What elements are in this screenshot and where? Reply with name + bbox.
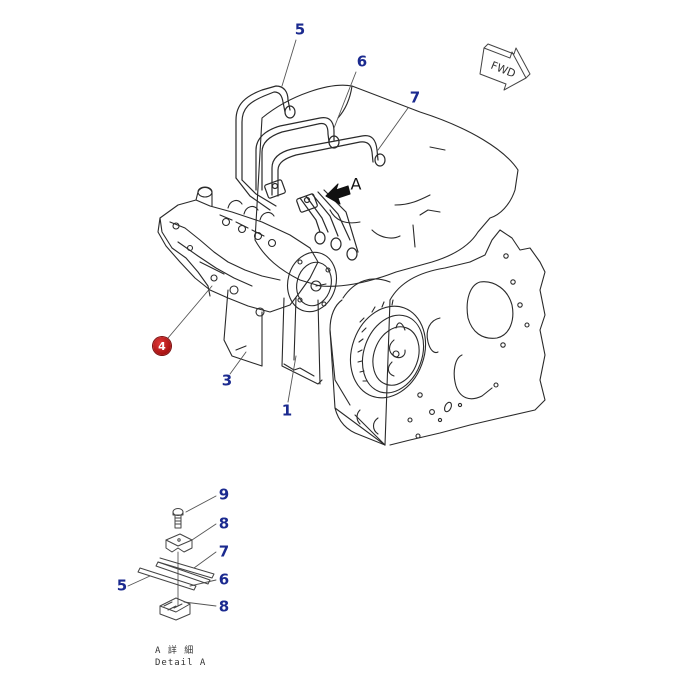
detail-caption: A 詳 細 Detail A	[155, 645, 206, 669]
detail-a-drawing	[137, 508, 215, 621]
part-label-6[interactable]: 6	[356, 52, 368, 71]
part-label-8-top[interactable]: 8	[218, 514, 230, 533]
view-marker-label: A	[350, 174, 362, 194]
part-label-3[interactable]: 3	[221, 371, 233, 390]
fwd-arrow-icon: FWD	[479, 43, 531, 91]
cylinder-head-cover	[254, 84, 519, 287]
part-label-8-bottom[interactable]: 8	[218, 597, 230, 616]
detail-caption-jp: A 詳 細	[155, 646, 195, 656]
fuel-injection-pump	[157, 186, 337, 317]
injection-lines	[235, 85, 386, 261]
part-label-7-detail[interactable]: 7	[218, 542, 230, 561]
front-pulley	[349, 299, 427, 399]
callout-part-4[interactable]: 4	[153, 337, 171, 355]
part-label-1[interactable]: 1	[281, 401, 293, 420]
svg-text:FWD: FWD	[489, 59, 518, 81]
engine-block	[329, 229, 546, 446]
detail-caption-en: Detail A	[155, 658, 207, 668]
part-label-9[interactable]: 9	[218, 485, 230, 504]
pump-bracket	[223, 289, 323, 385]
view-arrow-icon	[325, 183, 351, 205]
leader-lines	[127, 39, 409, 607]
part-label-5-detail[interactable]: 5	[116, 576, 128, 595]
part-label-6-detail[interactable]: 6	[218, 570, 230, 589]
part-label-7[interactable]: 7	[409, 88, 421, 107]
part-label-5[interactable]: 5	[294, 20, 306, 39]
